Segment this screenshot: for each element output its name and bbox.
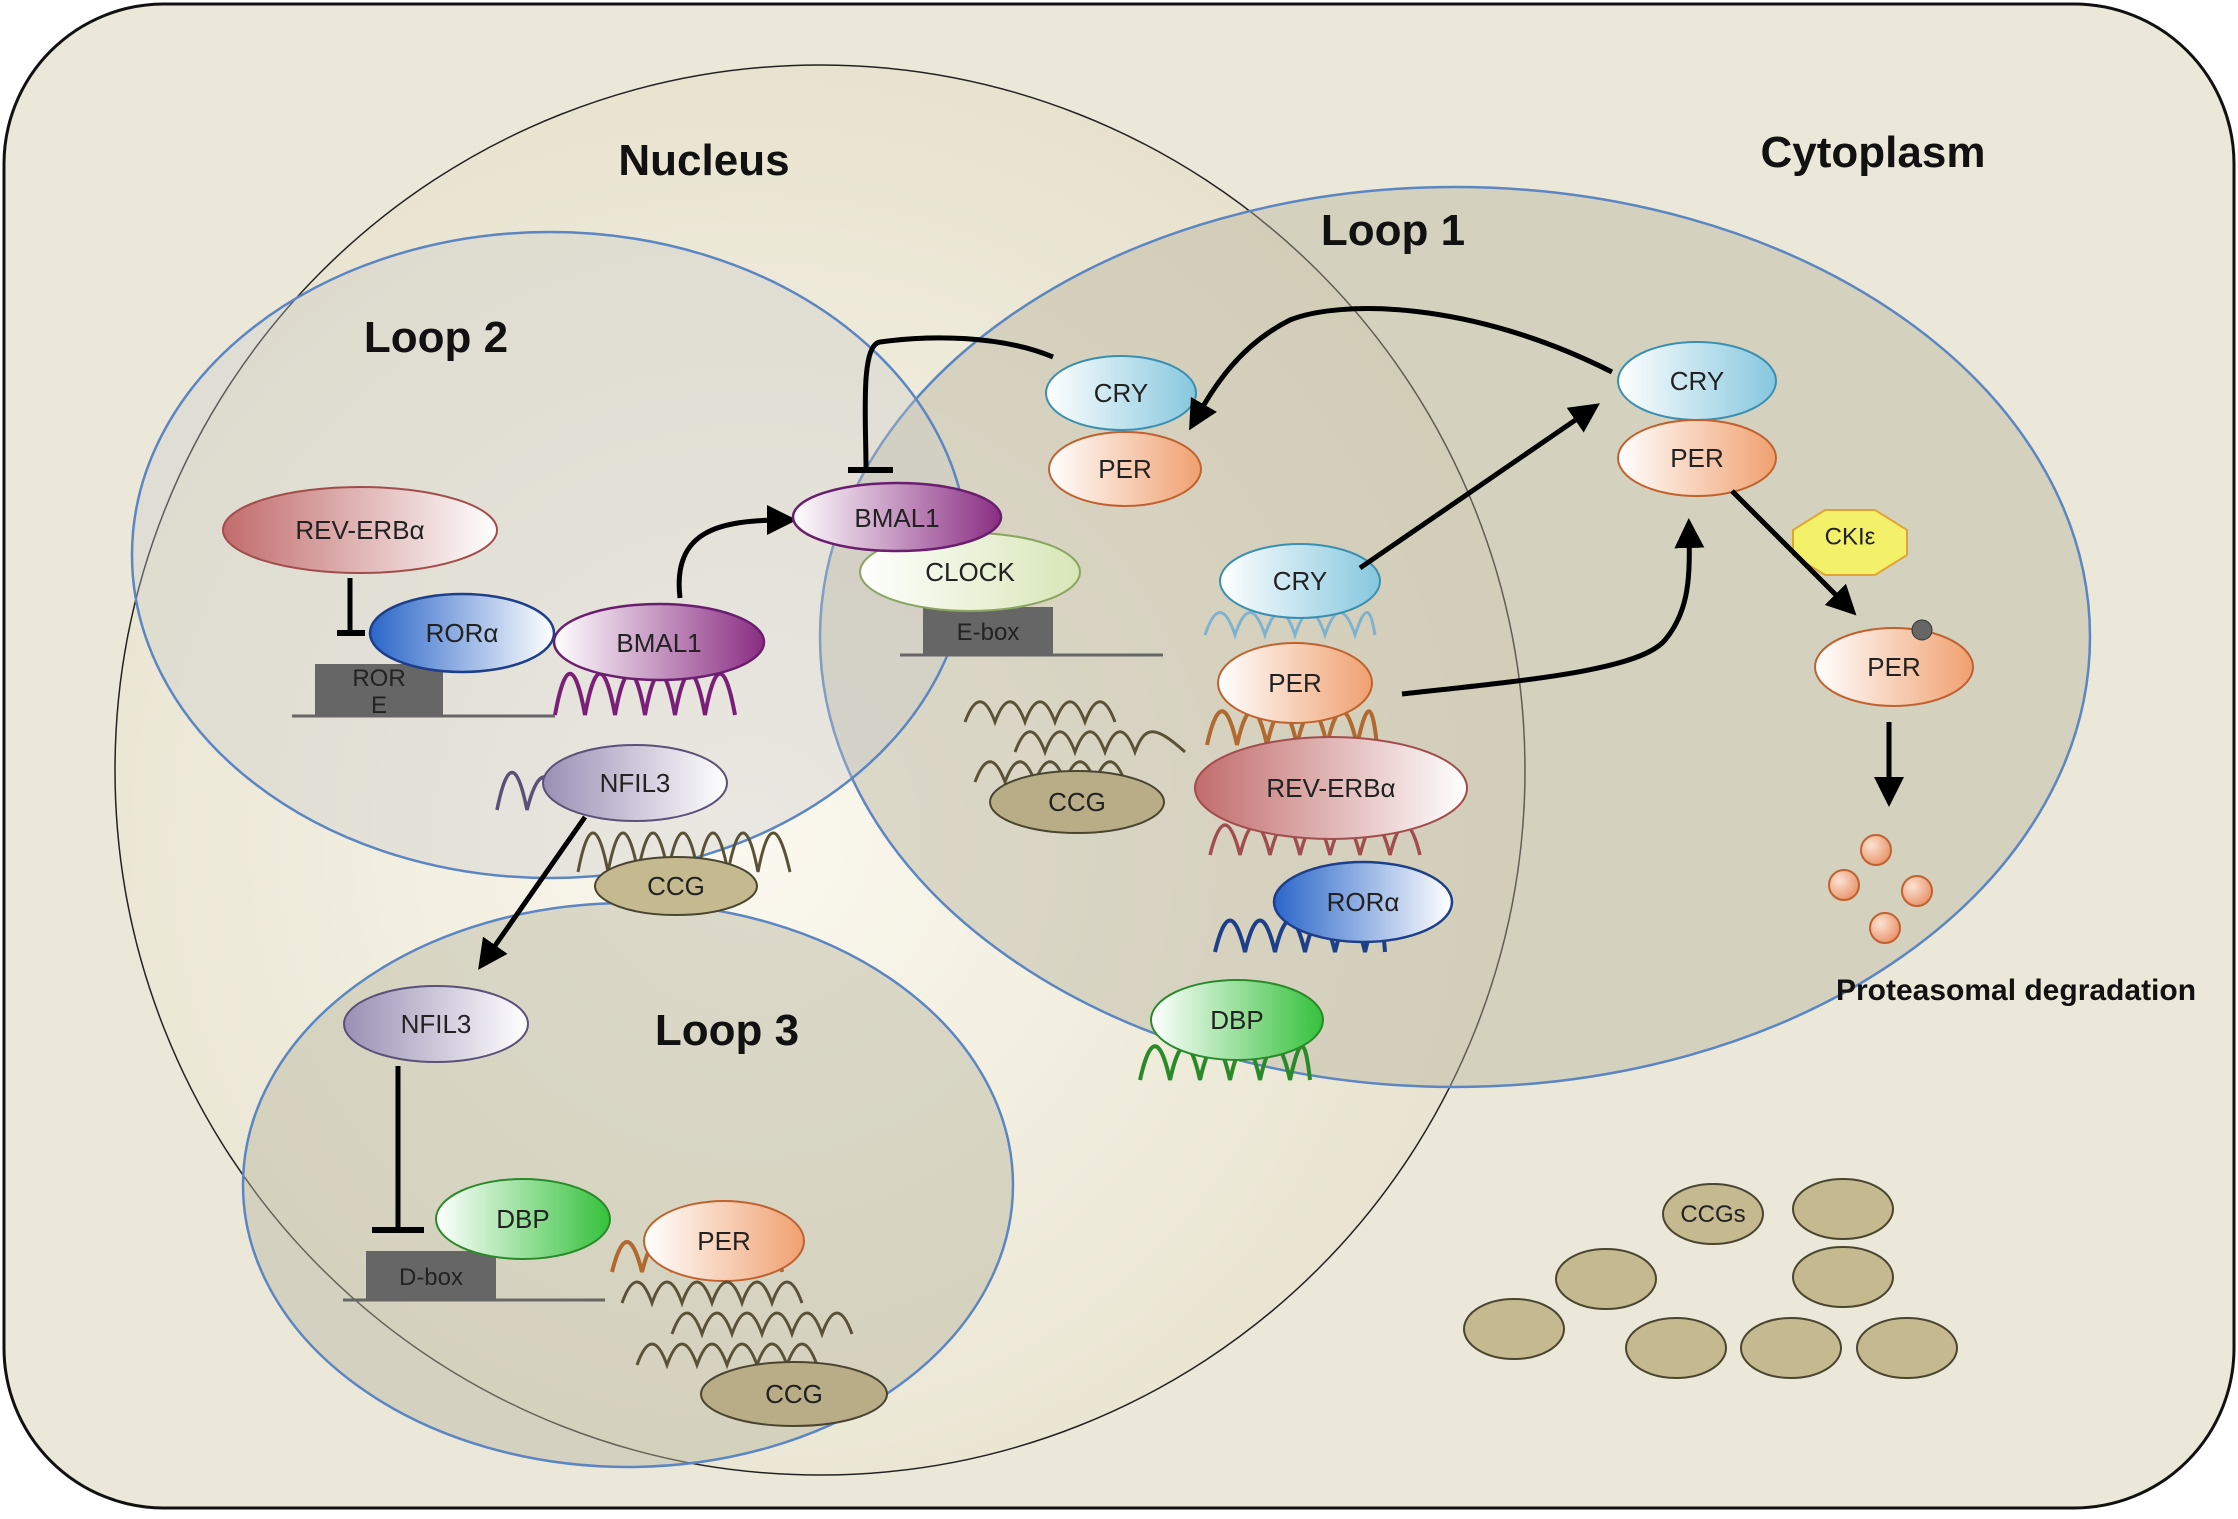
per-protein-nucleus: [1048, 431, 1202, 507]
ror-label-loop1: RORα: [1327, 887, 1400, 917]
ccg-mrna-wave-loop3-b: [670, 1311, 854, 1339]
ccgs-protein-labeled: [1662, 1183, 1764, 1245]
ror-protein-loop1: [1272, 860, 1454, 944]
proteasome-fragment-3: [1901, 875, 1933, 907]
loop2-title: Loop 2: [364, 313, 508, 362]
nfil3-label-loop3: NFIL3: [401, 1009, 472, 1039]
ror-label-loop2: RORα: [426, 618, 499, 648]
ccg-blob-5: [1625, 1317, 1727, 1379]
nfil3-label-loop2: NFIL3: [600, 768, 671, 798]
ccg-blob-2: [1555, 1248, 1657, 1310]
bmal1-translocation-arrow: [676, 505, 797, 599]
cry-label-nucleus: CRY: [1094, 378, 1148, 408]
ccg-protein-loop3: [700, 1361, 888, 1427]
degradation-label: Proteasomal degradation: [1836, 974, 2196, 1007]
ccg-label-loop1: CCG: [1048, 787, 1106, 817]
loop1-title: Loop 1: [1321, 206, 1465, 255]
ccg-mrna-wave-loop3-a: [620, 1280, 804, 1308]
dbp-label-loop3: DBP: [496, 1204, 549, 1234]
ccg-blob-4: [1463, 1298, 1565, 1360]
cry-inhibition-path: [862, 335, 1054, 469]
rore-label-line1: ROR: [352, 665, 405, 692]
ccg-label-loop2: CCG: [647, 871, 705, 901]
ccg-blob-1: [1792, 1178, 1894, 1240]
bmal1-label-loop2: BMAL1: [616, 628, 701, 658]
cry-protein-loop1: [1219, 543, 1381, 619]
per-protein-phosphorylated: [1814, 627, 1974, 707]
dbp-protein-loop3: [435, 1178, 611, 1260]
cytoplasm-title: Cytoplasm: [1761, 128, 1986, 177]
dbp-mrna-wave-loop1: [1138, 1044, 1312, 1081]
ccg-mrna-wave-loop1-a: [963, 700, 1117, 727]
rev-erb-label-loop1: REV-ERBα: [1266, 773, 1395, 803]
ror-mrna-wave-loop1: [1213, 918, 1387, 953]
per-label-phosphorylated: PER: [1867, 652, 1920, 682]
rev-erb-label-loop2: REV-ERBα: [295, 515, 424, 545]
per-label-nucleus: PER: [1098, 454, 1151, 484]
dbp-protein-loop1: [1150, 979, 1324, 1061]
ccg-mrna-wave-loop1-b: [1013, 730, 1187, 757]
dbp-label-loop1: DBP: [1210, 1005, 1263, 1035]
clock-label: CLOCK: [925, 557, 1015, 587]
proteasome-fragment-2: [1828, 869, 1860, 901]
ror-protein-loop2: [368, 592, 556, 674]
ccg-blob-7: [1856, 1317, 1958, 1379]
nfil3-protein-loop2: [542, 744, 728, 822]
dbox-element: [366, 1251, 496, 1300]
per-label-cyto: PER: [1670, 443, 1723, 473]
ebox-element: [923, 607, 1053, 655]
proteasome-fragment-4: [1869, 912, 1901, 944]
per-protein-cyto: [1617, 419, 1777, 497]
ccgs-label: CCGs: [1680, 1201, 1745, 1228]
cry-protein-nucleus: [1045, 355, 1197, 431]
dbox-label: D-box: [399, 1264, 463, 1291]
ebox-label: E-box: [957, 619, 1020, 646]
cry-label-loop1: CRY: [1273, 566, 1327, 596]
nucleus-title: Nucleus: [618, 136, 789, 185]
per-label-loop1: PER: [1268, 668, 1321, 698]
rore-element: [315, 664, 443, 716]
ccg-blob-6: [1740, 1317, 1842, 1379]
cry-export-arrow: [1358, 403, 1600, 571]
ccg-blob-3: [1792, 1246, 1894, 1308]
bmal1-mrna-wave: [553, 671, 737, 716]
per-label-loop3: PER: [697, 1226, 750, 1256]
nfil3-protein-loop3: [343, 985, 529, 1063]
per-phosphorylation-arrow: [1730, 489, 1857, 616]
loop3-title: Loop 3: [655, 1006, 799, 1055]
phosphate-group: [1911, 619, 1933, 641]
ccg-protein-loop1: [989, 770, 1165, 834]
rev-erb-protein-loop2: [222, 486, 498, 574]
nfil3-translocation-arrow: [478, 815, 588, 970]
cry-per-import-arrow: [1189, 306, 1614, 431]
ccg-protein-loop2: [594, 856, 758, 916]
bmal1-label-center: BMAL1: [854, 503, 939, 533]
bmal1-protein-center: [791, 481, 1003, 553]
ccg-label-loop3: CCG: [765, 1379, 823, 1409]
loop3-circle: [241, 901, 1015, 1469]
bmal1-protein-loop2: [552, 602, 766, 682]
rev-erb-protein-loop1: [1194, 736, 1468, 840]
per-export-arrow: [1401, 518, 1705, 697]
proteasome-fragment-1: [1860, 834, 1892, 866]
per-protein-loop3: [643, 1200, 805, 1282]
rore-label-line2: E: [371, 692, 387, 719]
cry-mrna-wave-loop1: [1203, 611, 1377, 640]
cry-label-cyto: CRY: [1670, 366, 1724, 396]
ccg-mrna-wave-loop2: [576, 831, 792, 873]
ckie-label: CKIε: [1825, 523, 1876, 550]
ckie-enzyme: [1792, 509, 1908, 576]
per-protein-loop1: [1217, 642, 1373, 724]
